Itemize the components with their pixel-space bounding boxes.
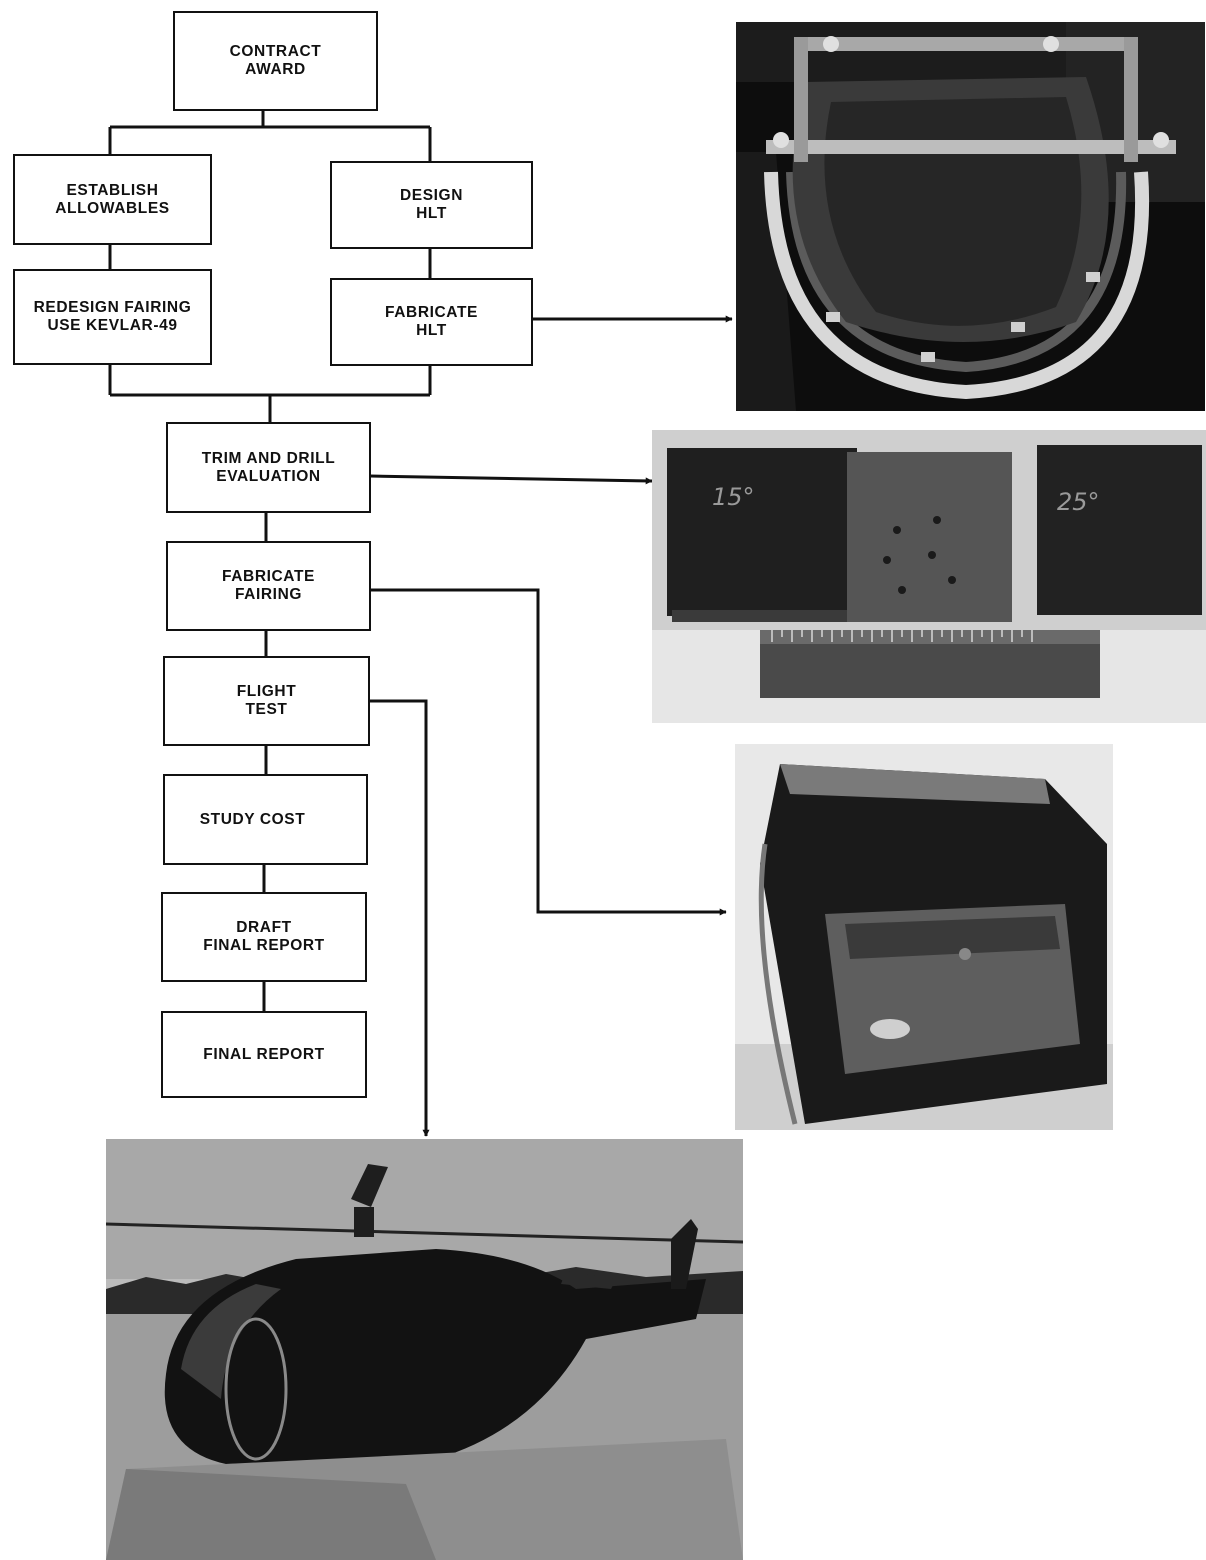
specimen-mark-right: 25° <box>1057 488 1100 516</box>
specimen-mark-left: 15° <box>712 483 755 511</box>
establish-allowables-label: ESTABLISH ALLOWABLES <box>55 182 170 218</box>
fairing-photo <box>735 744 1113 1130</box>
trim-drill-box: TRIM AND DRILL EVALUATION <box>166 422 371 513</box>
fabricate-hlt-box: FABRICATE HLT <box>330 278 533 366</box>
redesign-fairing-label: REDESIGN FAIRING USE KEVLAR-49 <box>34 299 192 335</box>
helicopter-photo <box>106 1139 743 1560</box>
fabricate-fairing-label: FABRICATE FAIRING <box>222 568 315 604</box>
fabricate-hlt-label: FABRICATE HLT <box>385 304 478 340</box>
trim-drill-label: TRIM AND DRILL EVALUATION <box>202 450 336 486</box>
study-cost-box: STUDY COST <box>163 774 368 865</box>
study-cost-label: STUDY COST <box>200 811 306 829</box>
arrow-to-helicopter-photo <box>370 701 426 1136</box>
establish-allowables-box: ESTABLISH ALLOWABLES <box>13 154 212 245</box>
final-report-box: FINAL REPORT <box>161 1011 367 1098</box>
draft-final-report-label: DRAFT FINAL REPORT <box>203 919 324 955</box>
design-hlt-label: DESIGN HLT <box>400 187 463 223</box>
design-hlt-box: DESIGN HLT <box>330 161 533 249</box>
arrow-to-specimen-photo <box>370 476 652 481</box>
redesign-fairing-box: REDESIGN FAIRING USE KEVLAR-49 <box>13 269 212 365</box>
specimen-photo: 15° 25° <box>652 430 1206 723</box>
final-report-label: FINAL REPORT <box>203 1046 324 1064</box>
flight-test-label: FLIGHT TEST <box>237 683 297 719</box>
hlt-tool-photo <box>736 22 1205 411</box>
fabricate-fairing-box: FABRICATE FAIRING <box>166 541 371 631</box>
flight-test-box: FLIGHT TEST <box>163 656 370 746</box>
draft-final-report-box: DRAFT FINAL REPORT <box>161 892 367 982</box>
contract-award-box: CONTRACT AWARD <box>173 11 378 111</box>
contract-award-label: CONTRACT AWARD <box>230 43 322 79</box>
